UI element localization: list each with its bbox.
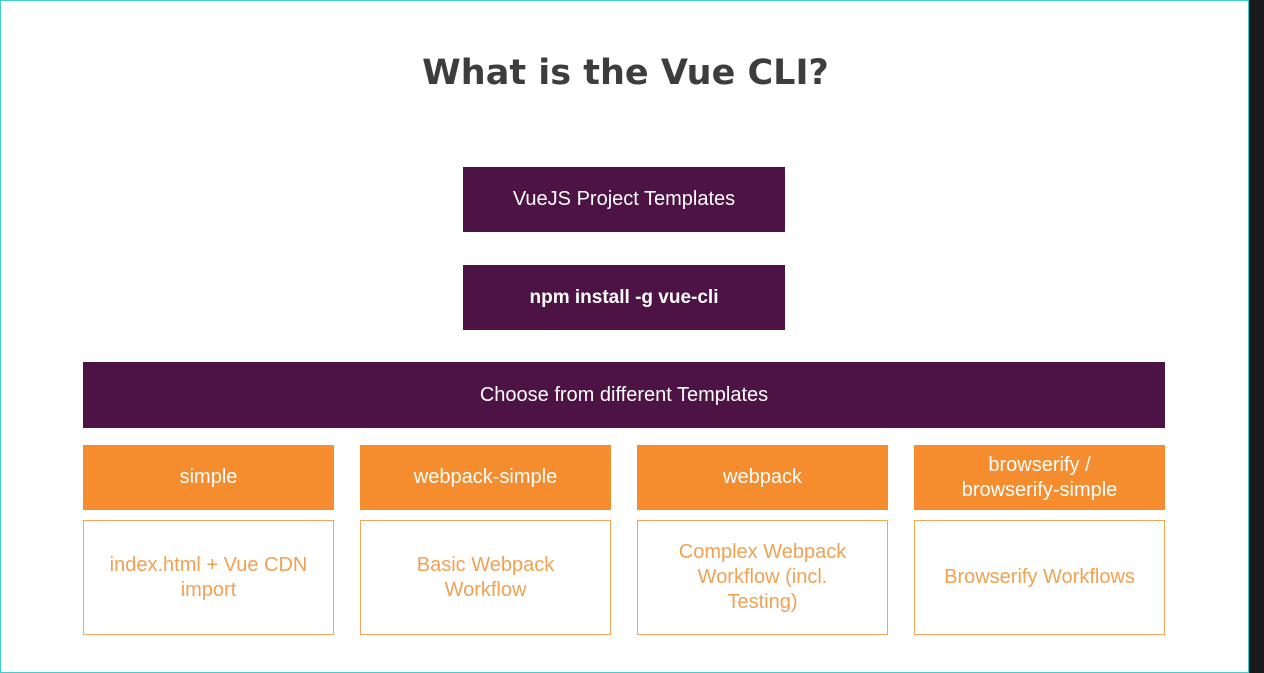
- npm-install-label: npm install -g vue-cli: [529, 286, 719, 308]
- template-description-webpack-simple: Basic Webpack Workflow: [360, 520, 611, 635]
- template-description: index.html + Vue CDN import: [109, 553, 308, 601]
- template-description: Browserify Workflows: [944, 566, 1135, 588]
- template-header-browserify: browserify / browserify-simple: [914, 445, 1165, 510]
- template-name: webpack: [723, 466, 802, 488]
- template-description: Basic Webpack Workflow: [416, 553, 555, 601]
- template-description-webpack: Complex Webpack Workflow (incl. Testing): [637, 520, 888, 635]
- template-name: browserify / browserify-simple: [961, 453, 1118, 501]
- project-templates-label: VueJS Project Templates: [512, 188, 736, 210]
- choose-templates-box: Choose from different Templates: [83, 362, 1165, 428]
- template-description: Complex Webpack Workflow (incl. Testing): [678, 541, 847, 613]
- npm-install-box: npm install -g vue-cli: [463, 265, 785, 330]
- slide-title: What is the Vue CLI?: [422, 53, 829, 93]
- template-name: simple: [179, 466, 238, 488]
- template-description-simple: index.html + Vue CDN import: [83, 520, 334, 635]
- template-header-simple: simple: [83, 445, 334, 510]
- window-edge: [1249, 0, 1264, 673]
- template-name: webpack-simple: [413, 466, 558, 488]
- project-templates-box: VueJS Project Templates: [463, 167, 785, 232]
- choose-templates-label: Choose from different Templates: [479, 383, 769, 406]
- template-description-browserify: Browserify Workflows: [914, 520, 1165, 635]
- template-header-webpack-simple: webpack-simple: [360, 445, 611, 510]
- template-header-webpack: webpack: [637, 445, 888, 510]
